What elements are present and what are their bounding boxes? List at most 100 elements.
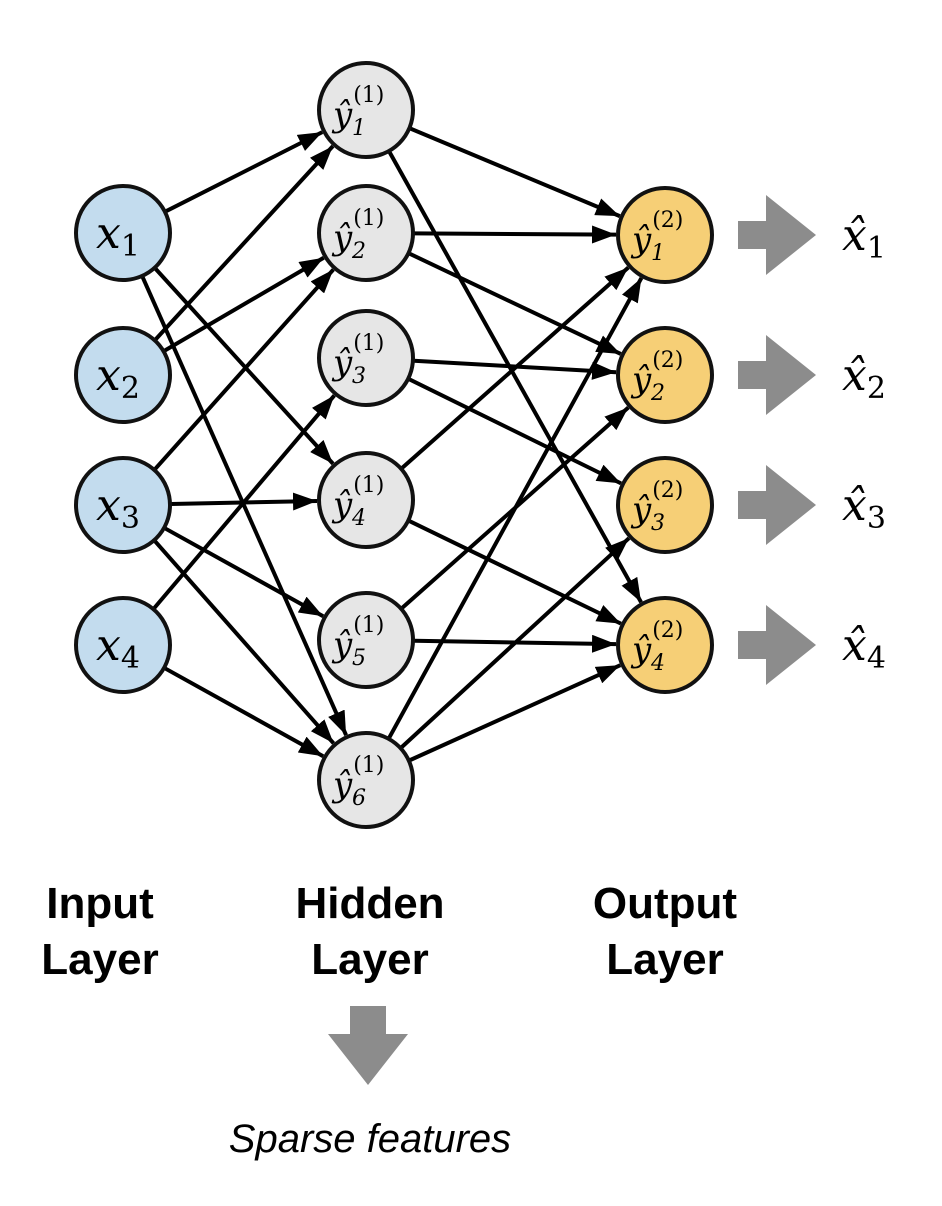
edge-input-2-to-hidden-1 — [153, 144, 335, 341]
svg-text:ŷ(2): ŷ(2) — [630, 348, 683, 400]
edge-hidden-6-to-output-3 — [399, 536, 631, 749]
edge-hidden-3-to-output-3 — [408, 377, 622, 486]
node-var: x — [96, 350, 121, 401]
recon-sub: 2 — [867, 371, 886, 406]
reconstruction-3: x̂3 — [842, 480, 886, 536]
node-var: ŷ — [331, 485, 353, 525]
node-sub: 6 — [352, 786, 366, 811]
hidden-node-2: ŷ(1) 2 — [317, 184, 415, 282]
svg-text:ŷ(1): ŷ(1) — [331, 753, 384, 805]
svg-text:ŷ(2): ŷ(2) — [630, 618, 683, 670]
node-sup: (1) — [353, 206, 384, 231]
recon-var: x̂ — [842, 480, 867, 531]
node-sub: 3 — [121, 501, 140, 536]
edge-input-3-to-hidden-2 — [153, 268, 335, 471]
edge-hidden-4-to-output-4 — [408, 519, 622, 626]
node-sup: (1) — [353, 473, 384, 498]
block-arrow-down — [328, 1006, 408, 1085]
input-node-3: x3 — [74, 456, 172, 554]
svg-text:ŷ(1): ŷ(1) — [331, 613, 384, 665]
input-layer-label-line2: Layer — [41, 935, 158, 984]
svg-text:ŷ(1): ŷ(1) — [331, 83, 384, 135]
node-var: ŷ — [630, 490, 652, 530]
edge-hidden-2-to-output-1 — [413, 225, 617, 244]
recon-sub: 4 — [867, 641, 886, 676]
node-var: ŷ — [630, 360, 652, 400]
edge-input-4-to-hidden-3 — [152, 394, 336, 610]
block-arrow-right-1 — [738, 195, 816, 275]
output-node-3: ŷ(2) 3 — [616, 456, 714, 554]
node-sup: (2) — [652, 348, 683, 373]
edge-hidden-1-to-output-1 — [409, 126, 621, 218]
output-layer-label-line2: Layer — [606, 935, 723, 984]
edge-input-4-to-hidden-6 — [163, 666, 325, 758]
node-sub: 5 — [352, 646, 366, 671]
reconstruction-4: x̂4 — [842, 620, 886, 676]
node-sub: 4 — [351, 506, 366, 531]
output-node-2: ŷ(2) 2 — [616, 326, 714, 424]
input-node-1: x1 — [74, 184, 172, 282]
hidden-node-5: ŷ(1) 5 — [317, 591, 415, 689]
node-var: ŷ — [331, 95, 353, 135]
svg-text:x3: x3 — [96, 480, 140, 536]
node-sub: 4 — [121, 641, 140, 676]
reconstruction-1: x̂1 — [842, 210, 886, 266]
node-sub: 2 — [351, 239, 366, 264]
layer-labels: Input Layer Hidden Layer Output Layer — [41, 879, 737, 984]
node-var: ŷ — [630, 630, 652, 670]
recon-sub: 1 — [867, 231, 886, 266]
input-node-2: x2 — [74, 326, 172, 424]
recon-sub: 3 — [867, 501, 886, 536]
reconstruction-arrows — [738, 195, 816, 685]
edge-hidden-6-to-output-4 — [408, 663, 622, 763]
node-sup: (2) — [652, 478, 683, 503]
svg-text:ŷ(2): ŷ(2) — [630, 208, 683, 260]
hidden-layer: ŷ(1) 1 ŷ(1) 2 ŷ(1) 3 ŷ(1) 4 ŷ(1) 5 ŷ(1) … — [317, 61, 415, 829]
block-arrow-right-4 — [738, 605, 816, 685]
output-node-1: ŷ(2) 1 — [616, 186, 714, 284]
block-arrow-right-2 — [738, 335, 816, 415]
node-sup: (1) — [353, 83, 384, 108]
edge-input-1-to-hidden-1 — [164, 130, 324, 214]
input-node-4: x4 — [74, 596, 172, 694]
recon-var: x̂ — [842, 350, 867, 401]
input-layer-label-line1: Input — [46, 879, 154, 928]
edge-hidden-6-to-output-1 — [387, 276, 644, 739]
node-sub: 1 — [121, 229, 140, 264]
block-arrow-right-3 — [738, 465, 816, 545]
node-var: x — [96, 208, 121, 259]
node-var: x — [96, 480, 121, 531]
recon-var: x̂ — [842, 210, 867, 261]
edge-input-2-to-hidden-2 — [163, 255, 325, 353]
output-layer-label-line1: Output — [593, 879, 738, 928]
hidden-node-6: ŷ(1) 6 — [317, 731, 415, 829]
edge-hidden-1-to-output-4 — [387, 150, 643, 604]
svg-text:x2: x2 — [96, 350, 140, 406]
edges-group — [140, 126, 644, 763]
node-sub: 1 — [651, 241, 665, 266]
node-sub: 3 — [651, 511, 665, 536]
node-sup: (1) — [353, 753, 384, 778]
node-var: ŷ — [331, 765, 353, 805]
edge-hidden-2-to-output-2 — [408, 251, 622, 356]
edge-input-3-to-hidden-5 — [163, 526, 325, 618]
hidden-layer-label-line2: Layer — [311, 935, 428, 984]
node-sub: 3 — [352, 364, 366, 389]
node-sup: (1) — [353, 331, 384, 356]
sparse-features-caption: Sparse features — [229, 1117, 511, 1161]
node-sup: (2) — [652, 208, 683, 233]
hidden-layer-label-line1: Hidden — [295, 879, 444, 928]
edge-hidden-4-to-output-1 — [400, 266, 630, 470]
svg-text:ŷ(1): ŷ(1) — [331, 331, 384, 383]
node-sup: (2) — [652, 618, 683, 643]
node-sub: 4 — [650, 651, 665, 676]
reconstruction-2: x̂2 — [842, 350, 886, 406]
recon-var: x̂ — [842, 620, 867, 671]
node-sub: 2 — [121, 371, 140, 406]
node-sub: 2 — [650, 381, 665, 406]
hidden-node-1: ŷ(1) 1 — [317, 61, 415, 159]
svg-text:ŷ(1): ŷ(1) — [331, 206, 384, 258]
node-var: x — [96, 620, 121, 671]
node-var: ŷ — [331, 343, 353, 383]
svg-text:ŷ(2): ŷ(2) — [630, 478, 683, 530]
